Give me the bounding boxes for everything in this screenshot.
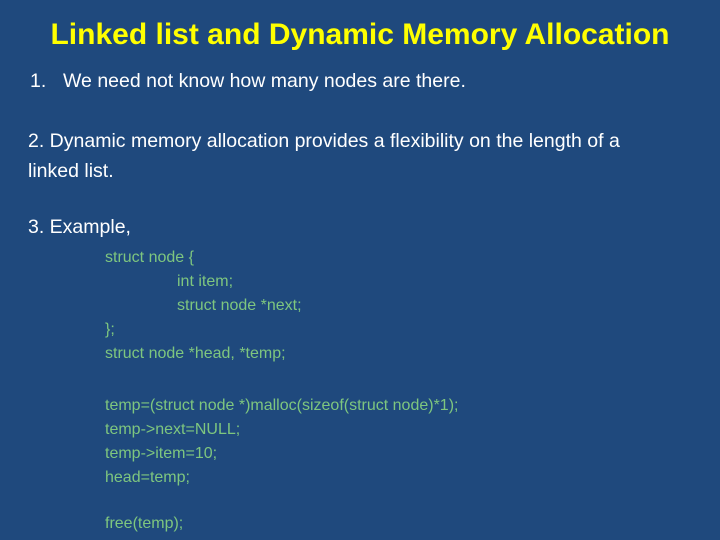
code-line: temp=(struct node *)malloc(sizeof(struct… (105, 397, 459, 414)
code-line: struct node *head, *temp; (105, 345, 286, 362)
code-line: temp->item=10; (105, 445, 218, 462)
code-line: temp->next=NULL; (105, 421, 241, 438)
code-line: struct node { (105, 249, 194, 266)
numbered-item-1: 1. We need not know how many nodes are t… (30, 68, 720, 94)
code-line: free(temp); (105, 515, 184, 532)
numbered-item-2: 2. Dynamic memory allocation provides a … (28, 130, 620, 182)
numbered-item-3: 3. Example, (28, 216, 131, 238)
slide-title: Linked list and Dynamic Memory Allocatio… (50, 18, 670, 51)
item-1-text: We need not know how many nodes are ther… (63, 70, 466, 92)
code-line: int item; (177, 273, 234, 290)
item-1-number: 1. (30, 70, 47, 92)
code-line: }; (105, 321, 115, 338)
code-block: struct node { int item; struct node *nex… (105, 246, 720, 536)
code-line: head=temp; (105, 469, 190, 486)
code-line: struct node *next; (177, 297, 302, 314)
